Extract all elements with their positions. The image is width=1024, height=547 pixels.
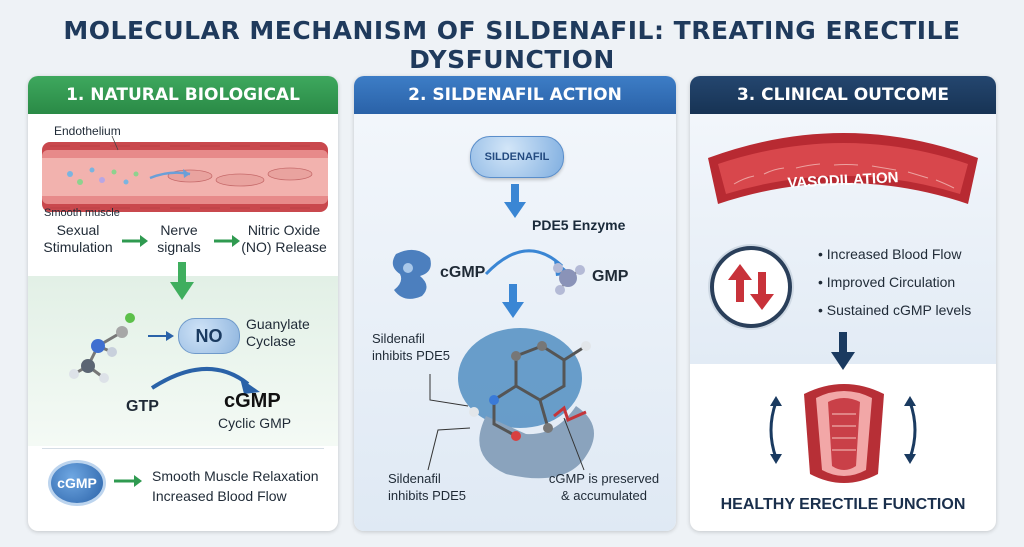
pde5-enzyme-label: PDE5 Enzyme xyxy=(532,217,626,233)
healthy-function-label: HEALTHY ERECTILE FUNCTION xyxy=(720,496,966,513)
arrow-right-icon xyxy=(122,235,148,247)
bullet-text: Increased Blood Flow xyxy=(826,246,962,262)
natural-process-panel: 1. NATURAL BIOLOGICAL PROCESS Endotheliu… xyxy=(28,76,338,531)
blood-flow-icon xyxy=(710,246,792,328)
smooth-muscle-label: Smooth muscle xyxy=(44,207,120,219)
result-line-blood-flow: Increased Blood Flow xyxy=(152,488,287,504)
arrow-down-icon xyxy=(504,184,526,218)
arrow-down-icon xyxy=(831,332,855,370)
expand-arrows-icon xyxy=(769,396,782,464)
expand-arrows-icon xyxy=(904,396,917,464)
pde5-enzyme-illustration xyxy=(458,328,594,479)
arrow-right-icon xyxy=(148,331,174,341)
no-molecule-icon xyxy=(69,313,135,383)
cgmp-badge-label: cGMP xyxy=(57,475,97,491)
endothelium-label: Endothelium xyxy=(54,124,121,138)
cyclic-gmp-label: Cyclic GMP xyxy=(218,415,292,431)
cgmp-label: cGMP xyxy=(440,264,486,281)
sildenafil-pill: SILDENAFIL xyxy=(470,136,564,178)
reaction-area xyxy=(28,276,338,446)
result-line-relaxation: Smooth Muscle Relaxation xyxy=(152,468,319,484)
flow-step-sexual-stimulation: Sexual Stimulation xyxy=(43,222,113,255)
callout-line xyxy=(429,374,469,407)
flow-step-nerve-signals: Nerve signals xyxy=(157,222,201,255)
healthy-tissue-illustration xyxy=(804,384,884,483)
arrow-right-icon xyxy=(114,475,142,487)
arrow-down-icon xyxy=(170,262,194,300)
up-down-arrows-icon xyxy=(728,264,774,310)
sildenafil-action-panel: 2. SILDENAFIL ACTION SILDENAFIL PDE5 Enz… xyxy=(354,76,676,531)
inhibits-label-lower: Sildenafil inhibits PDE5 xyxy=(388,471,467,503)
gtp-label: GTP xyxy=(126,398,159,415)
bullet-increased-blood-flow: • Increased Blood Flow xyxy=(818,246,962,262)
pill-label: SILDENAFIL xyxy=(484,151,550,163)
callout-line xyxy=(427,427,471,471)
clinical-outcome-panel: 3. CLINICAL OUTCOME VASODILATION • Incre… xyxy=(690,76,996,531)
blood-vessel-illustration xyxy=(42,136,328,212)
page-title: MOLECULAR MECHANISM OF SILDENAFIL: TREAT… xyxy=(63,16,961,74)
conversion-arrow xyxy=(150,366,260,394)
cgmp-molecule-icon xyxy=(392,249,431,299)
arrow-down-icon xyxy=(502,284,524,318)
bullet-text: Sustained cGMP levels xyxy=(826,302,972,318)
bullet-sustained-cgmp: • Sustained cGMP levels xyxy=(818,302,972,318)
guanylate-cyclase-label: Guanylate Cyclase xyxy=(246,316,310,349)
cgmp-preserved-label: cGMP is preserved & accumulated xyxy=(548,471,660,503)
clinical-outcome-heading: 3. CLINICAL OUTCOME xyxy=(690,76,996,114)
inhibits-label-upper: Sildenafil inhibits PDE5 xyxy=(372,331,451,363)
cgmp-badge: cGMP xyxy=(48,460,106,506)
no-bubble: NO xyxy=(178,318,240,354)
natural-process-heading: 1. NATURAL BIOLOGICAL PROCESS xyxy=(28,76,338,143)
dilated-vessel-illustration xyxy=(708,133,978,204)
cgmp-label: cGMP xyxy=(224,390,281,412)
bullet-improved-circulation: • Improved Circulation xyxy=(818,274,956,290)
callout-line xyxy=(563,417,585,471)
gmp-molecule-icon xyxy=(553,263,585,295)
sildenafil-action-heading: 2. SILDENAFIL ACTION xyxy=(354,76,676,114)
gmp-label: GMP xyxy=(592,268,629,285)
bullet-text: Improved Circulation xyxy=(826,274,956,290)
arrow-right-icon xyxy=(214,235,240,247)
flow-step-no-release: Nitric Oxide (NO) Release xyxy=(241,222,327,255)
no-label: NO xyxy=(195,326,223,346)
